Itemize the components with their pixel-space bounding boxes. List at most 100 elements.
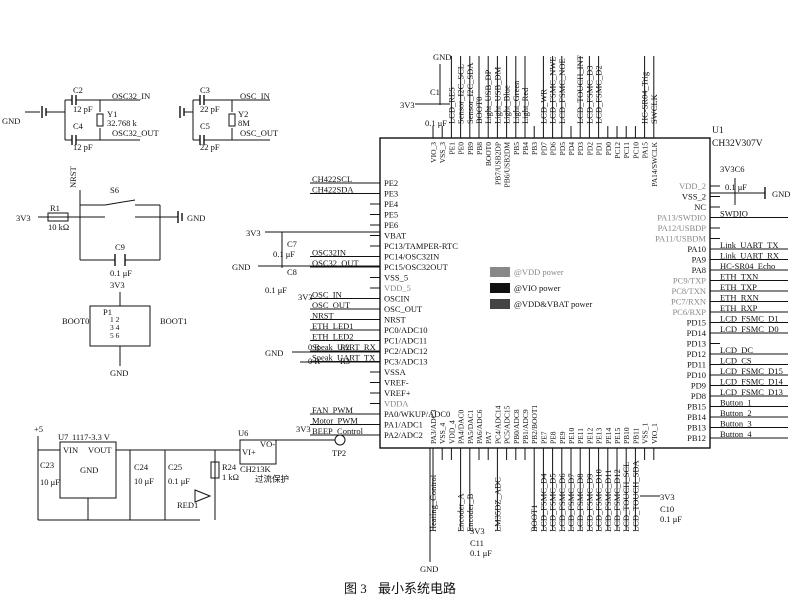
mcu-pin-right-6: PA10 bbox=[687, 244, 706, 254]
mcu-pin-right-14: PD14 bbox=[687, 328, 707, 338]
net-bottom-7: LM35DZ_ADC bbox=[492, 477, 502, 532]
net-right-3: SWDIO bbox=[720, 209, 748, 219]
rtc-crystal-circuit: C2 C4 GND 12 pF 12 pF Y1 32.768 k OSC32_… bbox=[2, 85, 160, 152]
r3-ref: R3 bbox=[340, 356, 350, 366]
svg-text:5 6: 5 6 bbox=[110, 331, 120, 340]
mcu-pin-bottom-0: PA3/ADC3 bbox=[429, 409, 438, 444]
vdd4-decoupling: 3V3 C11 0.1 μF GND bbox=[420, 448, 492, 574]
c3-ref: C3 bbox=[200, 85, 210, 95]
figure-number: 图 3 bbox=[343, 581, 367, 596]
c5-ref: C5 bbox=[200, 121, 210, 131]
mcu-body bbox=[379, 137, 711, 449]
mcu-pin-bottom-12: PE7 bbox=[539, 431, 548, 444]
net-right-24: Button_4 bbox=[720, 429, 752, 439]
mcu-pin-left-14: PC0/ADC10 bbox=[384, 325, 427, 335]
r0-b: 0 R bbox=[308, 356, 320, 366]
mcu-pin-bottom-19: PE14 bbox=[604, 427, 613, 444]
mcu-pin-right-8: PA8 bbox=[692, 265, 706, 275]
vio1-decoupling: 3V3 C10 0.1 μF bbox=[640, 492, 682, 524]
figure-caption: 图 3 最小系统电路 bbox=[0, 578, 800, 597]
c11-value: 0.1 μF bbox=[470, 548, 492, 558]
net-top-6: Light_USB_DP bbox=[483, 69, 493, 124]
net-top-8: Light_Blue bbox=[502, 85, 512, 124]
c6-value: 0.1 μF bbox=[725, 182, 747, 192]
mcu-pin-top-5: PB8 bbox=[475, 142, 484, 155]
gnd-vref: GND bbox=[265, 348, 283, 358]
net-right-18: LCD_FSMC_D15 bbox=[720, 366, 783, 376]
mcu-pin-left-1: PE3 bbox=[384, 189, 398, 199]
mcu-pin-right-24: PB12 bbox=[687, 433, 706, 443]
mcu-pin-left-20: VREF+ bbox=[384, 388, 411, 398]
net-right-13: LCD_FSMC_D1 bbox=[720, 314, 779, 324]
u6-part: CH213K bbox=[240, 464, 272, 474]
net-bottom-3: Encoder_A bbox=[456, 492, 466, 532]
net-top-24: SWCLK bbox=[649, 93, 659, 124]
net-bottom-21: LCD_TOUCH_SCL bbox=[621, 462, 631, 532]
mcu-pin-left-18: VSSA bbox=[384, 367, 407, 377]
mcu-pin-top-17: PD2 bbox=[585, 142, 594, 156]
net-left-23: Motor_PWM bbox=[312, 416, 358, 426]
net-bottom-15: LCD_FSMC_D7 bbox=[566, 473, 576, 532]
mcu-pin-top-19: PD0 bbox=[604, 142, 613, 156]
mcu-pin-bottom-8: PC5/ADC15 bbox=[503, 405, 512, 444]
mcu-pin-left-8: PC15/OSC32OUT bbox=[384, 262, 449, 272]
c6-label: 3V3C6 bbox=[720, 164, 745, 174]
v33-top: 3V3 bbox=[400, 100, 415, 110]
svg-text:1 2: 1 2 bbox=[110, 315, 120, 324]
net-right-7: Link_UART_RX bbox=[720, 251, 779, 261]
net-top-2: LCD_RES bbox=[446, 87, 456, 124]
net-bottom-13: LCD_FSMC_D5 bbox=[548, 473, 558, 532]
r24-value: 1 kΩ bbox=[222, 472, 239, 482]
mcu-pin-right-10: PC8/TXN bbox=[672, 286, 706, 296]
mcu-pin-bottom-7: PC4/ADC14 bbox=[493, 405, 502, 444]
net-left-16: Speak_UART_RX bbox=[312, 342, 376, 352]
boot1-net: BOOT1 bbox=[160, 316, 187, 326]
mcu-pin-top-24: PA14/SWCLK bbox=[650, 141, 659, 186]
u6-vi: VI+ bbox=[242, 447, 256, 457]
mcu-pin-right-3: PA13/SWDIO bbox=[657, 213, 706, 223]
nrst-net-left: NRST bbox=[68, 165, 78, 188]
c25-value: 0.1 μF bbox=[168, 476, 190, 486]
c8-ref: C8 bbox=[287, 267, 297, 277]
mcu-pin-right-12: PC6/RXP bbox=[672, 307, 706, 317]
mcu-pin-left-6: PC13/TAMPER-RTC bbox=[384, 241, 458, 251]
c2-value: 12 pF bbox=[73, 104, 93, 114]
mcu-pin-right-20: PD8 bbox=[691, 391, 706, 401]
mcu-pin-top-11: PB3 bbox=[530, 142, 539, 155]
mcu-pin-right-9: PC9/TXP bbox=[673, 276, 706, 286]
net-bottom-0: Heating_Control bbox=[428, 474, 438, 532]
net-top-7: Light_USB_DM bbox=[492, 66, 502, 124]
mcu-pin-bottom-1: VSS_4 bbox=[438, 422, 447, 444]
boot-header-p1: 3V3 P1 BOOT0 BOOT1 1 2 3 4 5 6 GND bbox=[62, 280, 187, 378]
u6-desc: 过流保护 bbox=[255, 474, 289, 484]
net-bottom-4: Encoder_B bbox=[465, 493, 475, 532]
mcu-pin-top-0: VIO_3 bbox=[429, 142, 438, 163]
net-bottom-11: BOOT1 bbox=[529, 505, 539, 532]
net-top-9: Light_Green bbox=[511, 80, 521, 124]
net-right-20: LCD_FSMC_D13 bbox=[720, 387, 783, 397]
net-top-3: Sensor_I2C_SCL bbox=[456, 64, 466, 124]
net-top-12: LCD_WR bbox=[538, 89, 548, 124]
net-right-12: ETH_RXP bbox=[720, 303, 758, 313]
c5-value: 22 pF bbox=[200, 142, 220, 152]
gnd-c7: GND bbox=[232, 262, 250, 272]
mcu-pin-bottom-14: PE9 bbox=[558, 431, 567, 444]
mcu-pin-left-17: PC3/ADC13 bbox=[384, 357, 427, 367]
mcu-pin-bottom-6: PA7 bbox=[484, 431, 493, 444]
c25-ref: C25 bbox=[168, 462, 182, 472]
net-left-17: Speak_UART_TX bbox=[312, 353, 375, 363]
reset-circuit: NRST S6 GND 3V3 R1 10 kΩ C9 0.1 μF bbox=[16, 165, 205, 278]
s6-ref: S6 bbox=[110, 185, 119, 195]
mcu-left-pins: PE2CH422SCLPE3CH422SDAPE4PE5PE6VBATPC13/… bbox=[310, 174, 458, 440]
v33-vbat: 3V3 bbox=[246, 228, 261, 238]
net-bottom-12: LCD_FSMC_D4 bbox=[538, 473, 548, 532]
net-bottom-20: LCD_FSMC_D12 bbox=[612, 469, 622, 532]
c1-value: 0.1 μF bbox=[425, 118, 447, 128]
mcu-pin-top-9: PB5 bbox=[512, 142, 521, 155]
mcu-pin-left-21: VDDA bbox=[384, 399, 409, 409]
mcu-pin-top-15: PD4 bbox=[567, 142, 576, 156]
net-right-22: Button_2 bbox=[720, 408, 752, 418]
gnd-top: GND bbox=[433, 52, 451, 62]
legend-swatch-vio bbox=[490, 283, 510, 293]
c10-ref: C10 bbox=[660, 504, 674, 514]
